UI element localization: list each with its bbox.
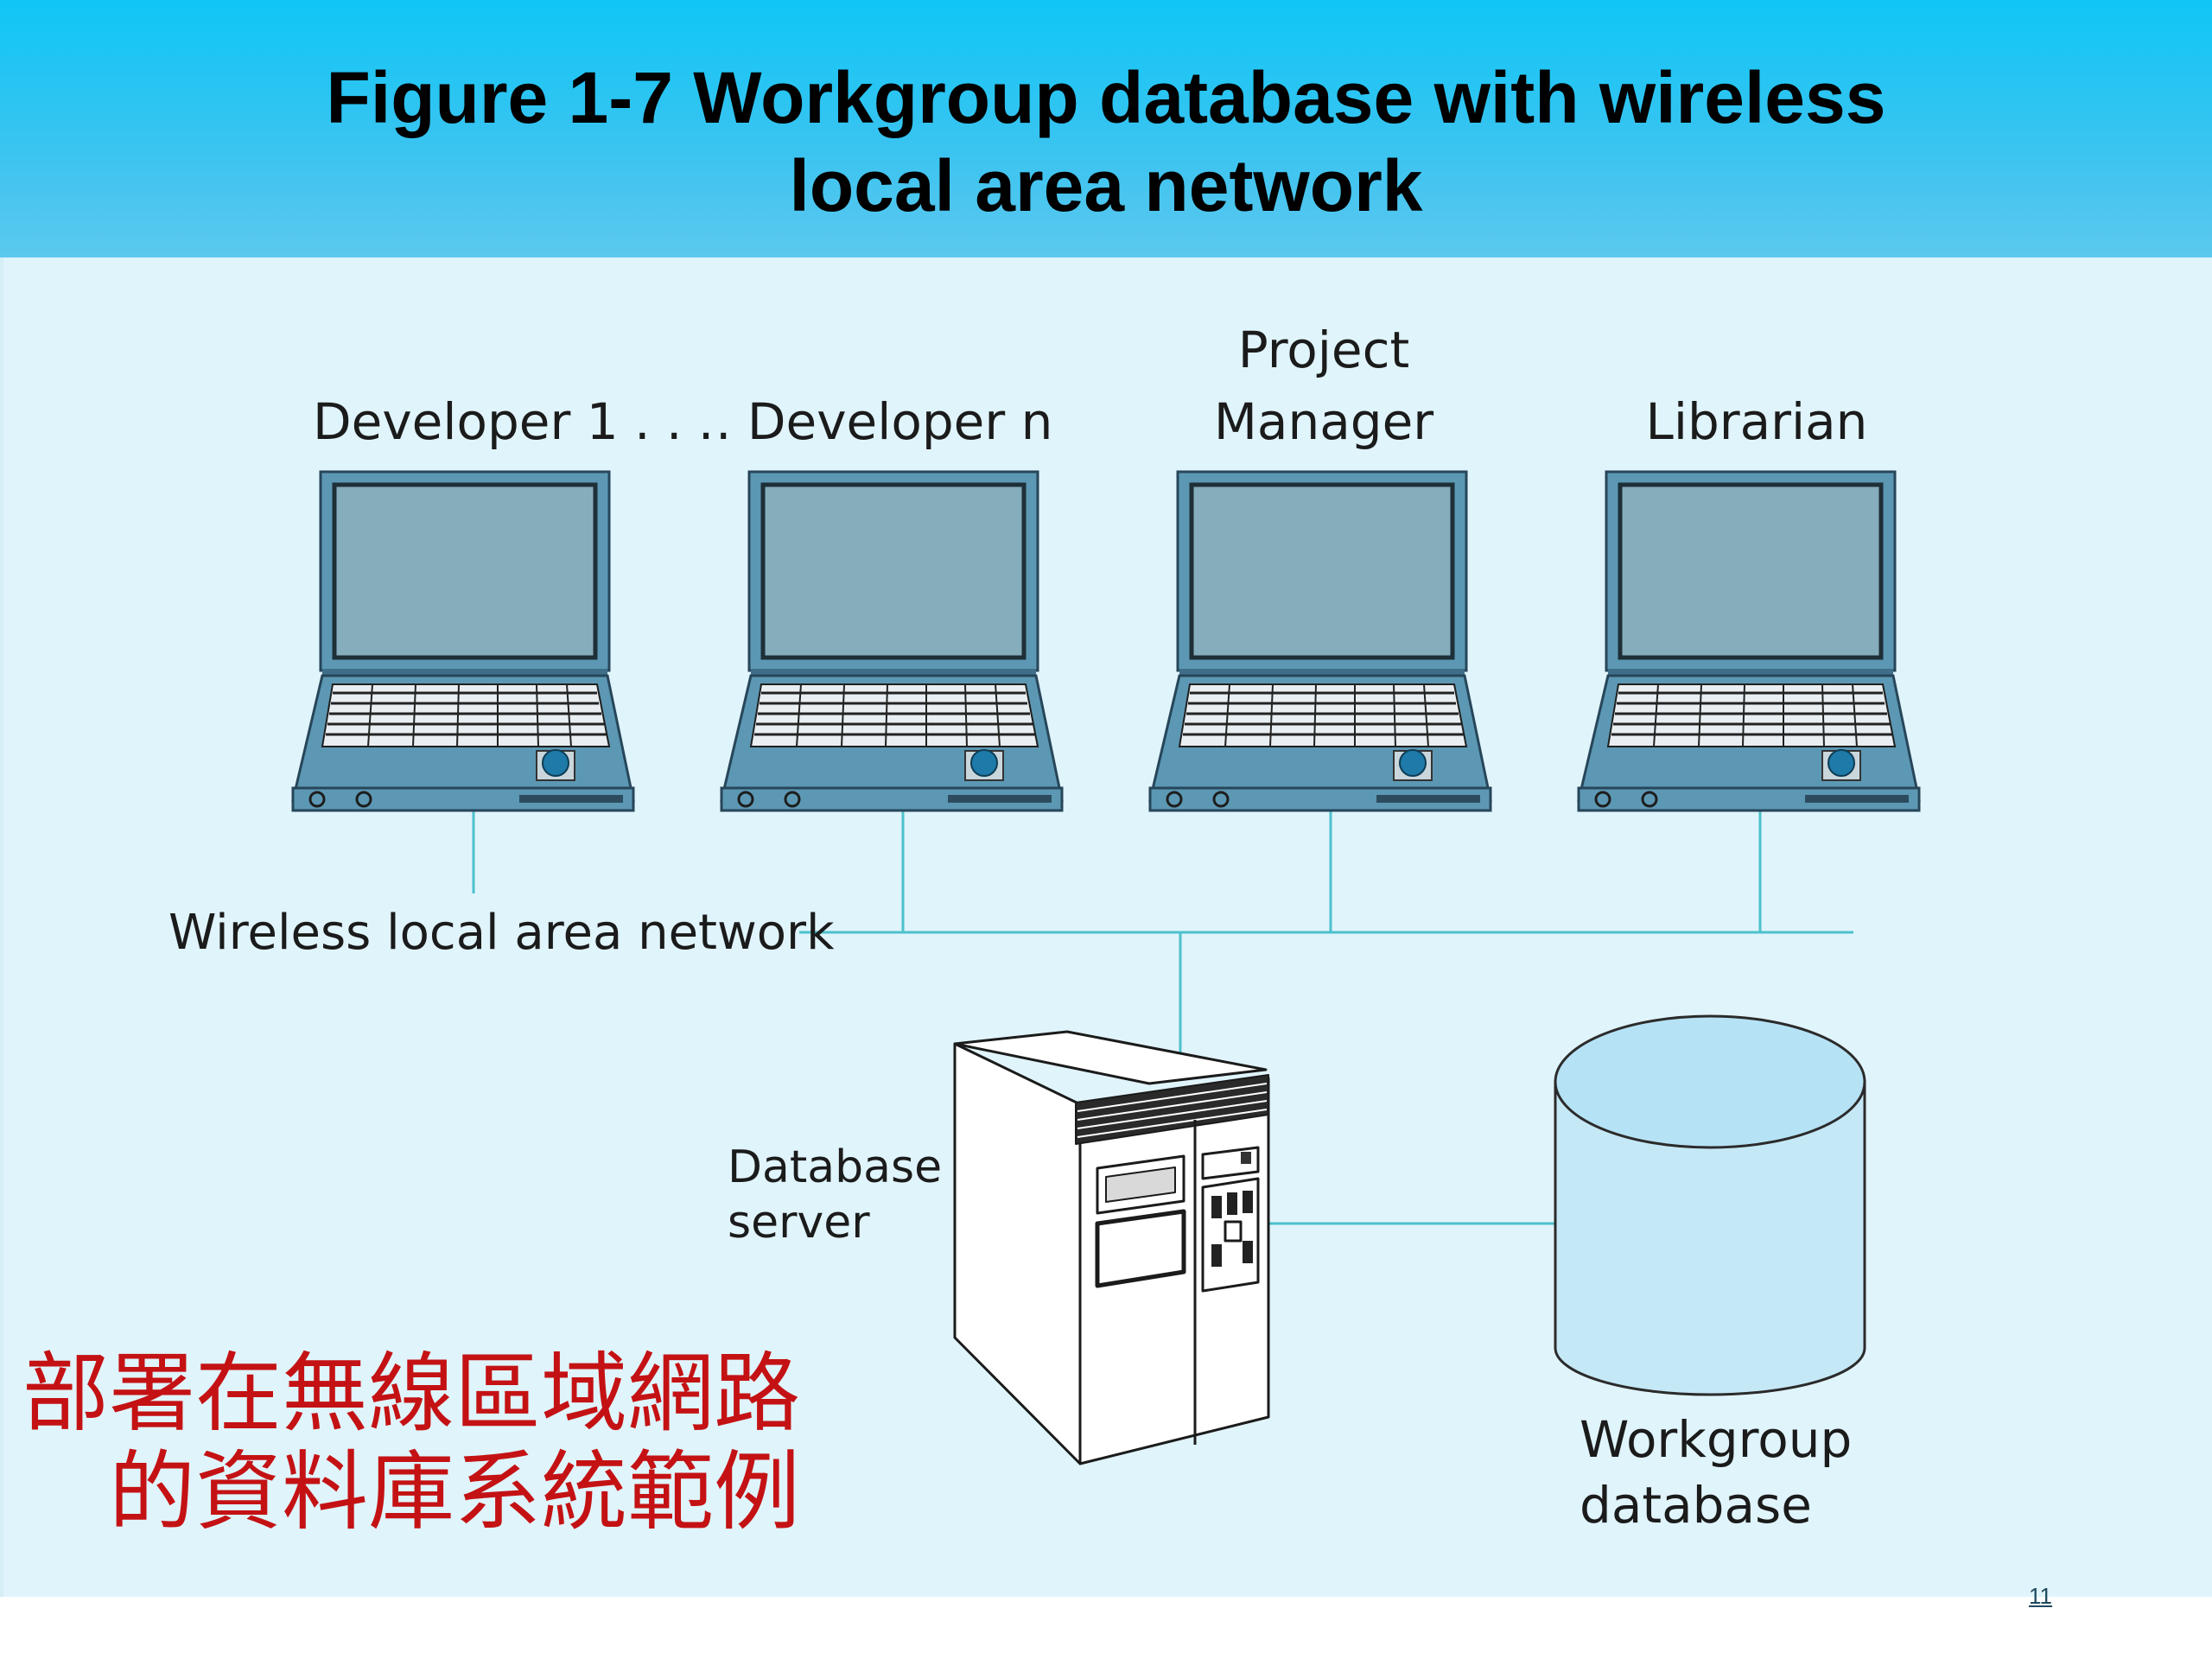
database-icon — [1554, 1014, 1866, 1396]
caption-chinese-line2: 的資料庫系統範例 — [109, 1441, 800, 1542]
workstation-project-manager — [1150, 472, 1491, 810]
label-librarian: Librarian — [1646, 392, 1868, 451]
label-project: Project — [1238, 321, 1409, 379]
laptop-icon — [721, 472, 1062, 810]
page-number: 11 — [2029, 1583, 2052, 1609]
label-database: database — [1580, 1476, 1812, 1535]
workstation-developer-n — [721, 472, 1062, 810]
workstation-librarian — [1579, 472, 1919, 810]
label-database-server-line1: Database — [728, 1141, 942, 1193]
laptop-icon — [1579, 472, 1919, 810]
slide-footer — [0, 1597, 2212, 1659]
label-workgroup: Workgroup — [1580, 1410, 1852, 1469]
label-developer-1: Developer 1 . . . — [313, 392, 714, 451]
title-bar: Figure 1-7 Workgroup database with wirel… — [0, 0, 2212, 257]
server-icon — [953, 1030, 1270, 1465]
laptop-icon — [293, 472, 633, 810]
label-database-server-line2: server — [728, 1197, 870, 1249]
workstation-developer-1 — [293, 472, 633, 810]
label-developer-n: . Developer n — [715, 392, 1052, 451]
laptop-icon — [1150, 472, 1491, 810]
caption-chinese-line1: 部署在無線區域網路 — [22, 1343, 800, 1444]
slide-title: Figure 1-7 Workgroup database with wirel… — [326, 57, 1886, 226]
label-manager: Manager — [1214, 392, 1433, 451]
label-network: Wireless local area network — [168, 905, 835, 961]
network-links — [472, 810, 1853, 1225]
